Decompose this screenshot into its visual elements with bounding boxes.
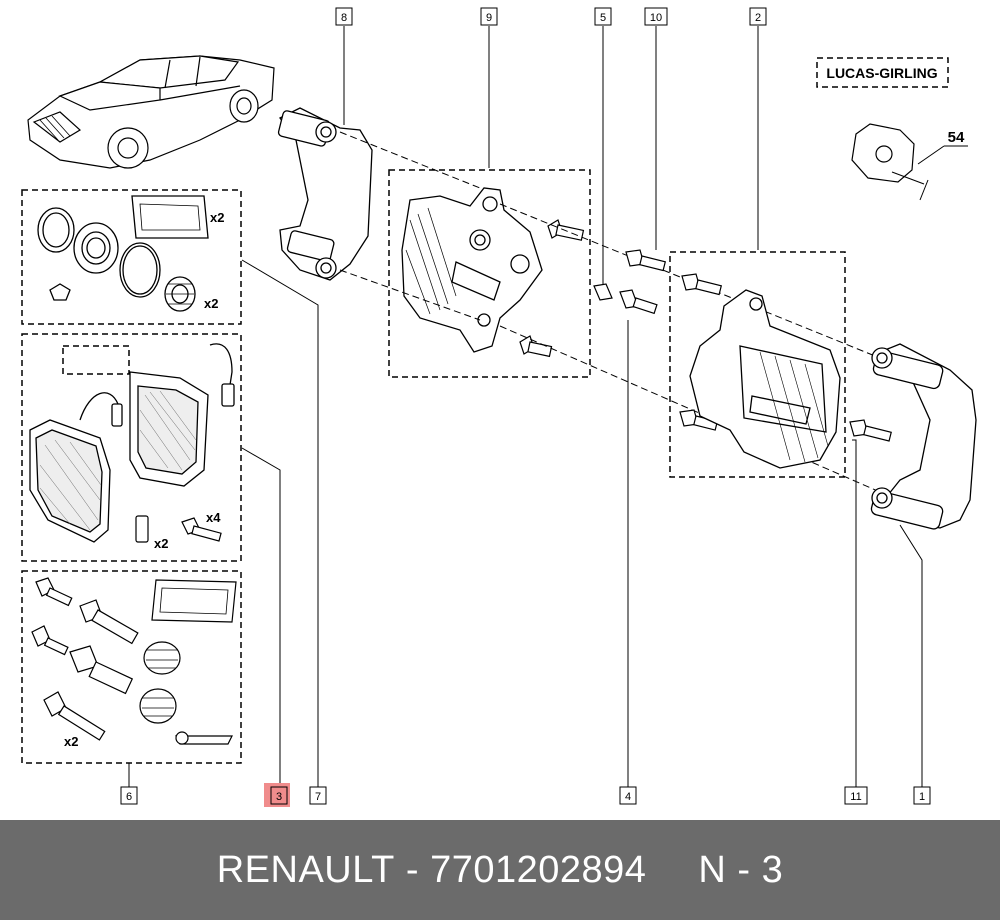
callout-5: 5 <box>594 7 612 26</box>
footer-position-code: N - 3 <box>698 848 784 891</box>
bleed-screw-parts <box>593 283 658 315</box>
boot-ribs <box>142 649 178 717</box>
svg-text:8: 8 <box>341 12 347 24</box>
brake-pad-set <box>29 343 235 543</box>
seal-kit <box>37 195 209 312</box>
carrier-bracket-right <box>870 343 977 530</box>
qty-pad-bolts: x4 <box>206 510 221 525</box>
diagram-canvas: 8 9 5 10 2 6 3 7 4 11 1 <box>21 7 977 807</box>
brand-label: LUCAS-GIRLING <box>826 65 937 81</box>
svg-text:10: 10 <box>650 12 662 24</box>
svg-text:7: 7 <box>315 791 321 803</box>
callout-4: 4 <box>619 786 637 805</box>
callout-10: 10 <box>644 7 668 26</box>
callout-1: 1 <box>913 786 931 805</box>
callout-2: 2 <box>749 7 767 26</box>
guide-pin-kit <box>31 577 237 745</box>
exploded-view-diagram: 8 9 5 10 2 6 3 7 4 11 1 <box>21 7 977 807</box>
qty-pad-pins: x2 <box>154 536 168 551</box>
svg-text:4: 4 <box>625 791 631 803</box>
svg-text:1: 1 <box>919 791 925 803</box>
callout-11: 11 <box>844 786 868 805</box>
svg-text:2: 2 <box>755 12 761 24</box>
dimension-lines <box>891 145 968 201</box>
carrier-bracket-left <box>277 107 373 281</box>
svg-text:9: 9 <box>486 12 492 24</box>
callout-8: 8 <box>335 7 353 26</box>
footer-separator: - <box>405 848 419 891</box>
svg-text:11: 11 <box>850 791 861 803</box>
leader-lines <box>128 26 923 787</box>
dimension-label: 54 <box>948 129 965 146</box>
callout-7: 7 <box>309 786 327 805</box>
car-icon <box>27 55 275 169</box>
callout-3-highlighted[interactable]: 3 <box>264 783 290 807</box>
caliper-bracket <box>401 187 543 353</box>
caliper-body <box>689 289 841 469</box>
svg-text:6: 6 <box>126 791 132 803</box>
qty-seals: x2 <box>210 210 224 225</box>
footer-banner: RENAULT - 7701202894 N - 3 <box>0 820 1000 920</box>
callout-6: 6 <box>120 786 138 805</box>
kit-boxes <box>21 57 949 764</box>
assembly-axis-lines <box>339 131 881 493</box>
bolt-detail-icon <box>851 123 915 183</box>
svg-text:5: 5 <box>600 12 606 24</box>
caliper-bolts <box>625 249 892 442</box>
footer-brand: RENAULT <box>216 848 395 891</box>
qty-guide-pins: x2 <box>64 734 78 749</box>
callout-9: 9 <box>480 7 498 26</box>
caliper-hatching <box>759 351 829 463</box>
qty-seal-boots: x2 <box>204 296 218 311</box>
svg-text:3: 3 <box>276 791 282 803</box>
pad-hatching <box>39 390 197 531</box>
pad-bolts-icons <box>135 515 222 543</box>
bracket-hatching <box>405 207 457 315</box>
footer-part-number: 7701202894 <box>430 848 647 891</box>
